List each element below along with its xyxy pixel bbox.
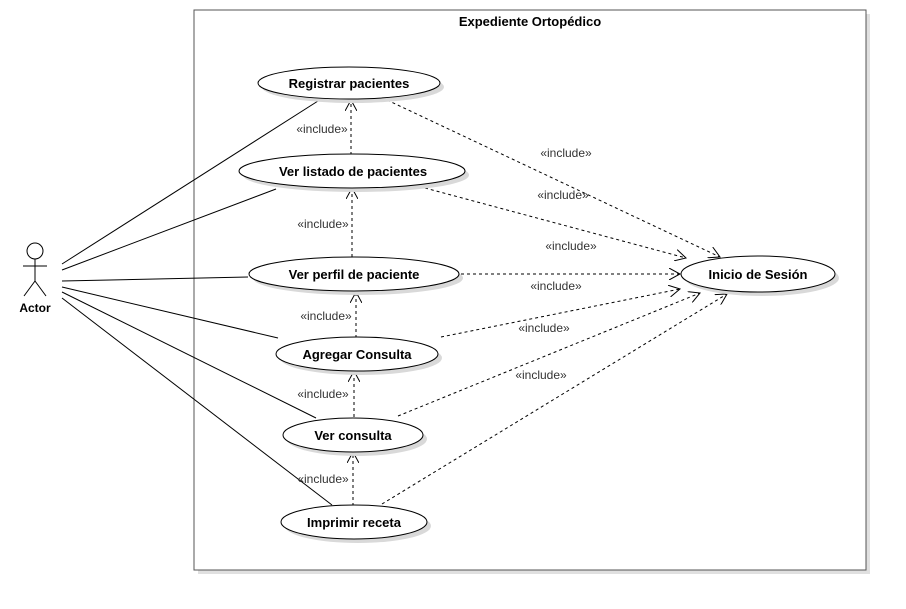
- use-case-label: Ver consulta: [314, 428, 392, 443]
- include-label: «include»: [537, 188, 589, 202]
- include-label: «include»: [300, 309, 352, 323]
- include-label: «include»: [297, 472, 349, 486]
- assoc-listado: [61, 188, 277, 271]
- stick-figure-icon: [23, 242, 47, 297]
- use-case-label: Ver listado de pacientes: [279, 164, 427, 179]
- include-label: «include»: [296, 122, 348, 136]
- actor[interactable]: Actor: [19, 242, 51, 315]
- system-title: Expediente Ortopédico: [459, 14, 601, 29]
- actor-associations: [61, 100, 333, 506]
- include-imprimir-login: [381, 294, 727, 505]
- use-case-agregar[interactable]: Agregar Consulta: [275, 336, 442, 375]
- use-case-label: Inicio de Sesión: [709, 267, 808, 282]
- include-registrar-login: [386, 99, 720, 257]
- use-case-registrar[interactable]: Registrar pacientes: [257, 66, 444, 103]
- use-case-imprimir[interactable]: Imprimir receta: [280, 504, 431, 543]
- include-labels: «include» «include» «include» «include» …: [296, 122, 597, 486]
- include-label: «include»: [540, 146, 592, 160]
- actor-label: Actor: [19, 301, 51, 315]
- include-label: «include»: [545, 239, 597, 253]
- use-case-login[interactable]: Inicio de Sesión: [680, 255, 839, 296]
- use-case-listado[interactable]: Ver listado de pacientes: [238, 153, 469, 192]
- assoc-ver-consulta: [61, 291, 317, 419]
- include-relations: [351, 100, 727, 506]
- include-label: «include»: [530, 279, 582, 293]
- use-case-label: Imprimir receta: [307, 515, 402, 530]
- assoc-perfil: [61, 276, 249, 282]
- include-verconsulta-login: [397, 293, 700, 417]
- use-case-label: Registrar pacientes: [289, 76, 410, 91]
- assoc-imprimir: [61, 297, 333, 506]
- include-agregar-login: [440, 289, 680, 338]
- include-label: «include»: [297, 387, 349, 401]
- include-label: «include»: [515, 368, 567, 382]
- include-label: «include»: [297, 217, 349, 231]
- assoc-agregar: [61, 286, 279, 339]
- use-case-ver-consulta[interactable]: Ver consulta: [282, 417, 427, 456]
- use-case-label: Agregar Consulta: [302, 347, 412, 362]
- use-case-label: Ver perfil de paciente: [289, 267, 420, 282]
- assoc-registrar: [61, 100, 319, 265]
- include-label: «include»: [518, 321, 570, 335]
- use-case-perfil[interactable]: Ver perfil de paciente: [248, 256, 463, 295]
